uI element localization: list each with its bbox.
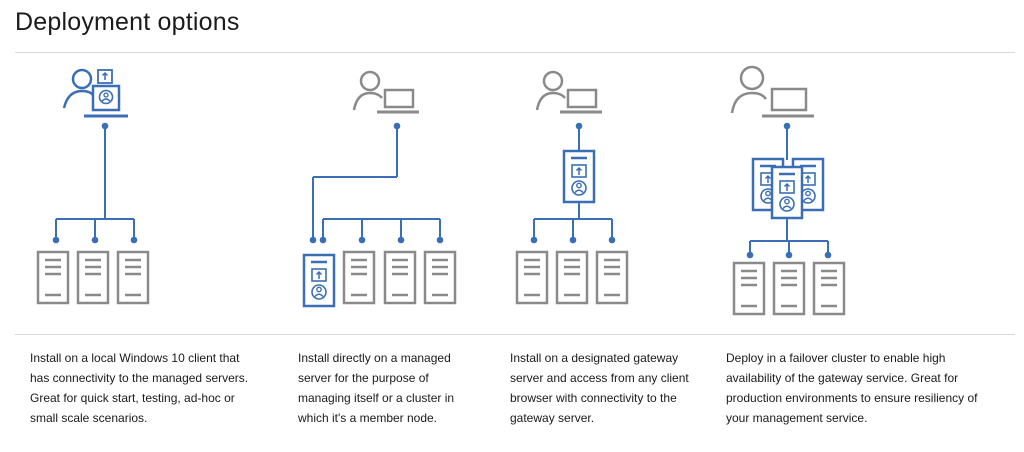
user-laptop-icon [62, 68, 128, 118]
diagram-failover-cluster [730, 65, 846, 316]
diagram-local-client [36, 68, 150, 305]
description-failover-cluster: Deploy in a failover cluster to enable h… [726, 351, 978, 425]
server-icon [116, 250, 150, 305]
gateway-server-icon [562, 149, 596, 204]
header-divider [15, 52, 1015, 53]
user-laptop-icon [730, 65, 814, 118]
server-icon [342, 250, 376, 305]
network-connector-icon [52, 122, 138, 244]
gateway-server-icon [302, 253, 336, 308]
description-managed-server: Install directly on a managed server for… [298, 351, 455, 425]
server-icon [595, 250, 629, 305]
server-icon [812, 261, 846, 316]
server-icon [423, 250, 457, 305]
network-connector-icon [309, 122, 444, 244]
server-icon [383, 250, 417, 305]
description-local-client: Install on a local Windows 10 client tha… [30, 351, 249, 425]
network-connector-icon [530, 122, 616, 244]
server-icon [732, 261, 766, 316]
diagram-managed-server [302, 70, 457, 308]
page-title: Deployment options [15, 8, 240, 36]
server-icon [36, 250, 70, 305]
server-icon [555, 250, 589, 305]
gateway-server-icon [770, 165, 804, 220]
description-gateway-server: Install on a designated gateway server a… [510, 351, 689, 425]
user-laptop-icon [535, 70, 604, 114]
user-laptop-icon [352, 70, 421, 114]
diagram-gateway-server [515, 70, 629, 305]
section-divider [15, 334, 1015, 335]
server-icon [772, 261, 806, 316]
server-icon [76, 250, 110, 305]
server-icon [515, 250, 549, 305]
deployment-diagrams [36, 65, 846, 316]
